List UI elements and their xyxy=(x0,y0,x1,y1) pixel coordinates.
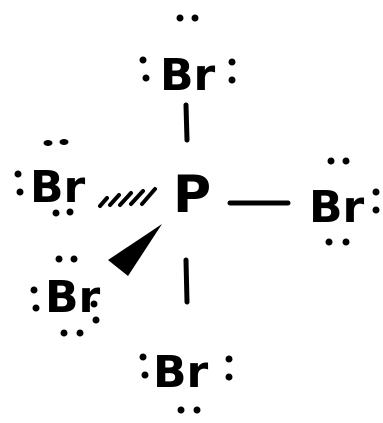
hashed-wedge-bond-left xyxy=(98,187,157,208)
lone-pairs-top xyxy=(139,14,236,84)
atom-br-bottom: Br xyxy=(153,347,209,398)
lone-pairs-lower-left xyxy=(30,255,100,337)
bond-top xyxy=(183,102,190,143)
bond-bottom xyxy=(183,257,190,305)
lone-pairs-right xyxy=(325,157,380,246)
lone-pairs-bottom xyxy=(139,353,233,414)
atom-br-lower-left: Br xyxy=(45,272,101,323)
atom-br-left: Br xyxy=(30,162,86,213)
atom-br-top: Br xyxy=(160,50,216,101)
atom-p-center: P xyxy=(173,165,211,225)
atom-br-right: Br xyxy=(309,182,365,233)
lone-pairs-left xyxy=(14,139,74,217)
solid-wedge-bond-lower-left xyxy=(108,224,162,276)
